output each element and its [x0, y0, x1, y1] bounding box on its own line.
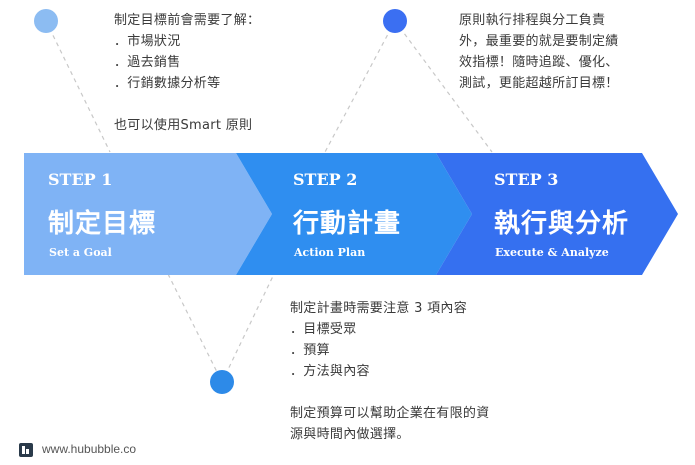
connector-line	[221, 273, 275, 383]
note-line	[290, 382, 490, 403]
note-line: 源與時間內做選擇。	[290, 427, 410, 442]
step-1-dot	[34, 9, 58, 33]
step-1-title: 制定目標	[48, 209, 157, 239]
note-line: 效指標！隨時追蹤、優化、	[459, 55, 619, 70]
step-2-title: 行動計畫	[293, 209, 402, 239]
step-1-number: STEP 1	[48, 170, 113, 189]
logo-mark	[22, 446, 25, 454]
step-3-arrow	[436, 153, 678, 275]
note-line: ．過去銷售	[114, 55, 181, 70]
step-3-number: STEP 3	[494, 170, 559, 189]
step-2-arrow	[236, 153, 472, 275]
connector-line	[324, 20, 396, 153]
note-line	[114, 94, 260, 115]
step-3-title: 執行與分析	[494, 209, 630, 239]
note-line: 制定預算可以幫助企業在有限的資	[290, 406, 490, 421]
step-1-arrow	[24, 153, 272, 275]
note-line: 制定目標前會需要了解：	[114, 13, 261, 28]
step-2-dot	[210, 370, 234, 394]
hububble-logo-icon	[19, 443, 33, 457]
logo-mark	[26, 449, 29, 454]
note-step-3: 原則執行排程與分工負責 外，最重要的就是要制定績 效指標！隨時追蹤、優化、 測試…	[459, 10, 619, 94]
note-line: ．方法與內容	[290, 364, 370, 379]
step-1-subtitle: Set a Goal	[49, 246, 112, 259]
connector-line	[394, 20, 493, 153]
note-line: ．目標受眾	[290, 322, 357, 337]
note-line: 制定計畫時需要注意 3 項內容	[290, 301, 468, 316]
note-line: ．市場狀況	[114, 34, 181, 49]
step-3-dot	[383, 9, 407, 33]
note-line: ．行銷數據分析等	[114, 76, 221, 91]
note-step-1: 制定目標前會需要了解： ．市場狀況 ．過去銷售 ．行銷數據分析等 也可以使用Sm…	[114, 10, 260, 136]
note-step-2: 制定計畫時需要注意 3 項內容 ．目標受眾 ．預算 ．方法與內容 制定預算可以幫…	[290, 298, 490, 445]
connector-line	[45, 20, 111, 153]
note-line: ．預算	[290, 343, 330, 358]
step-2-subtitle: Action Plan	[294, 246, 366, 259]
note-line: 外，最重要的就是要制定績	[459, 34, 619, 49]
note-line: 也可以使用Smart 原則	[114, 118, 253, 133]
step-3-subtitle: Execute & Analyze	[495, 246, 609, 259]
step-2-number: STEP 2	[293, 170, 358, 189]
site-url[interactable]: www.hububble.co	[42, 442, 137, 456]
note-line: 測試，更能超越所訂目標！	[459, 76, 619, 91]
note-line: 原則執行排程與分工負責	[459, 13, 606, 28]
